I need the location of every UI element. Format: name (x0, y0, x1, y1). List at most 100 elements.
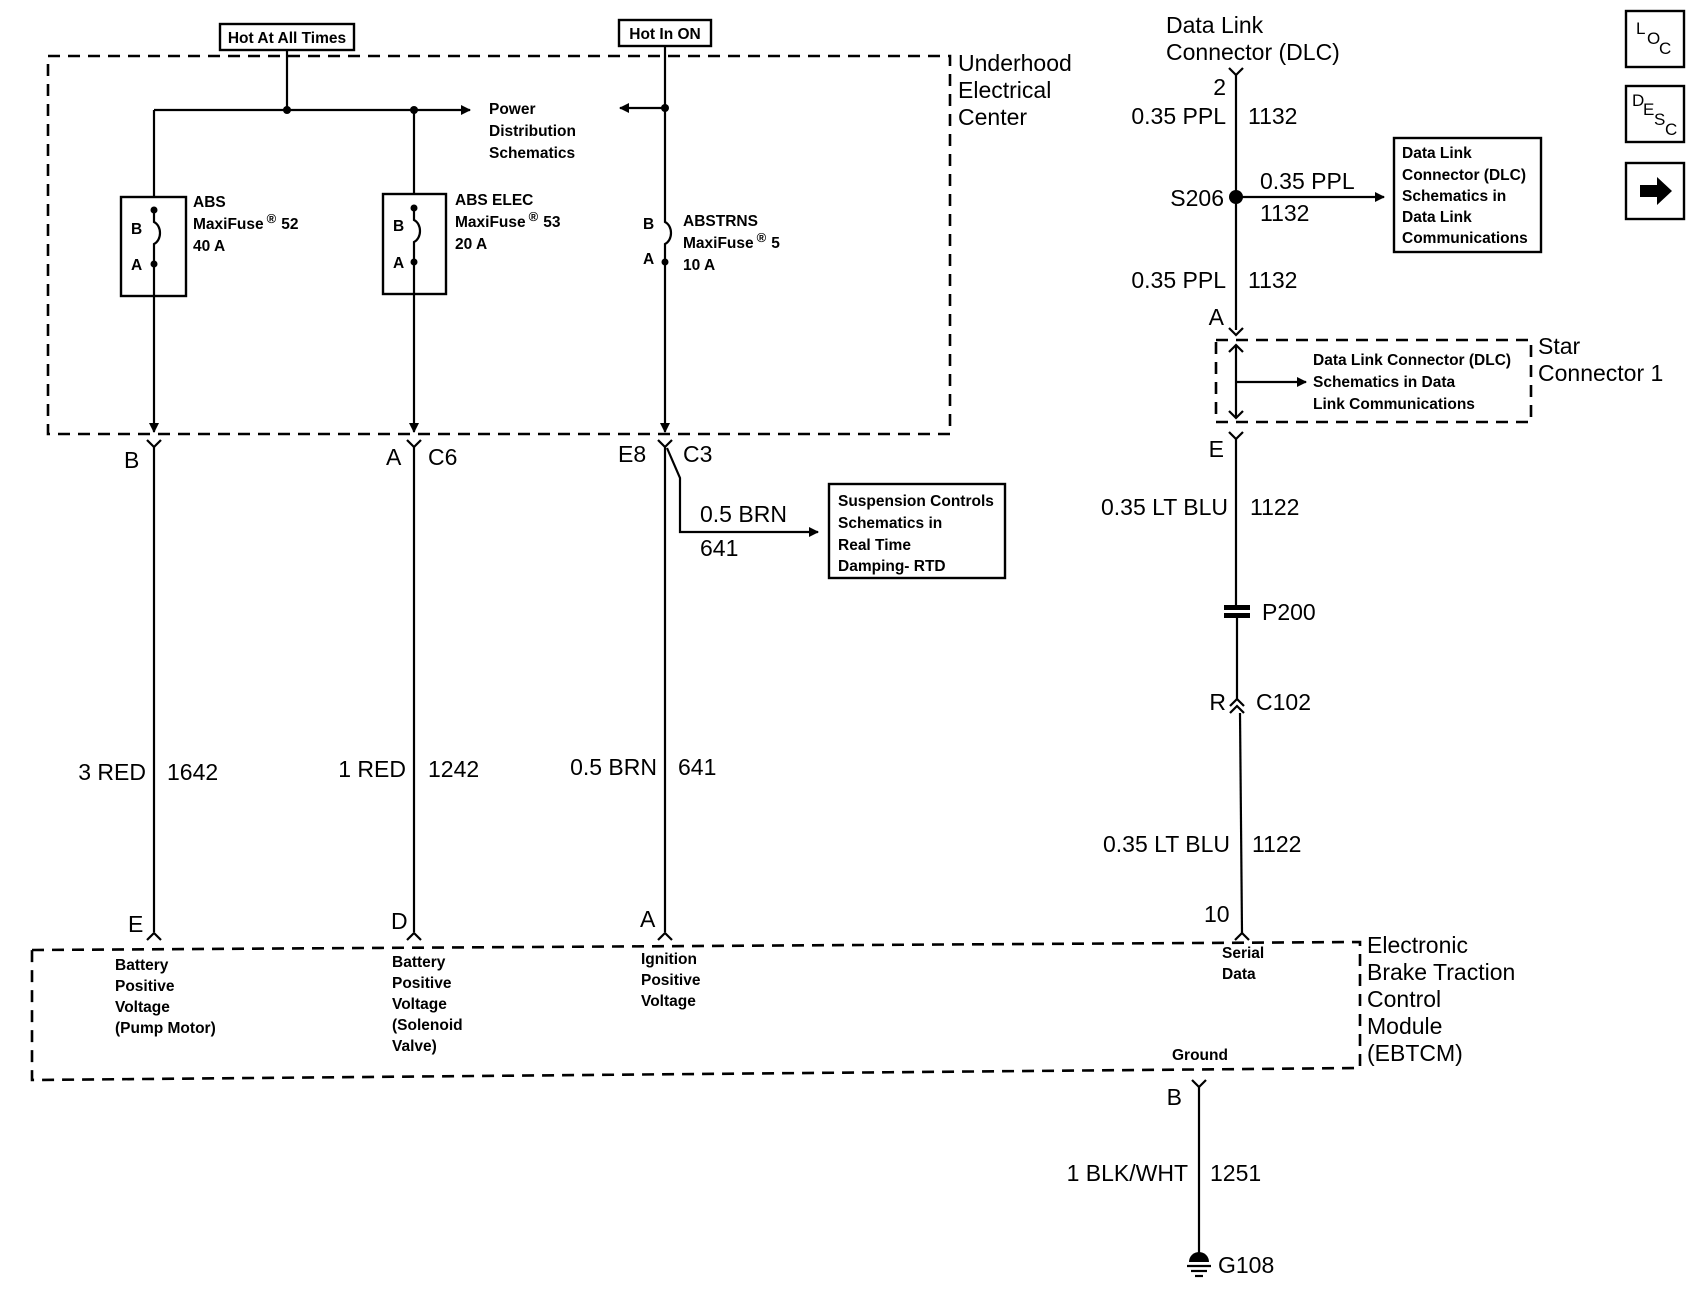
svg-text:Voltage: Voltage (641, 993, 696, 1010)
wire-gauge-label: 0.5 BRN (570, 754, 657, 780)
svg-text:Electrical: Electrical (958, 77, 1051, 103)
connector-pin-label: E8 (618, 441, 646, 467)
wire-gauge-label: 0.35 LT BLU (1103, 831, 1230, 857)
star-pin-a-label: A (1209, 304, 1225, 330)
svg-text:Schematics in: Schematics in (1402, 188, 1506, 205)
ground-icon (1187, 1252, 1211, 1278)
svg-text:Battery: Battery (115, 957, 169, 974)
underhood-electrical-center-label: Underhood Electrical Center (958, 50, 1072, 130)
rtd-schematics-link[interactable]: Suspension Controls Schematics in Real T… (827, 482, 1007, 580)
wire-gauge-label: 3 RED (78, 759, 146, 785)
svg-text:Center: Center (958, 104, 1027, 130)
wire-circuit-label: 1132 (1248, 103, 1297, 129)
rtd-wire-circuit: 641 (700, 535, 738, 561)
svg-text:P200: P200 (1262, 599, 1316, 625)
svg-text:Power: Power (489, 101, 536, 118)
svg-text:A: A (393, 255, 404, 272)
svg-text:Underhood: Underhood (958, 50, 1072, 76)
svg-text:Serial: Serial (1222, 945, 1264, 962)
svg-text:Ignition: Ignition (641, 951, 697, 968)
svg-text:Voltage: Voltage (115, 999, 170, 1016)
svg-text:B: B (131, 221, 142, 238)
ebtcm-module-box (30, 940, 1362, 1082)
svg-text:Voltage: Voltage (392, 996, 447, 1013)
svg-text:Hot At All Times: Hot At All Times (228, 30, 346, 47)
svg-text:Data Link: Data Link (1402, 145, 1472, 162)
connector-chevron (406, 439, 422, 449)
right-arrow-icon (1640, 177, 1672, 205)
svg-text:S: S (1654, 110, 1665, 129)
svg-text:Data Link: Data Link (1402, 209, 1472, 226)
module-pin-label: E (128, 911, 143, 937)
svg-text:B: B (643, 216, 654, 233)
module-pin-a-description: Ignition Positive Voltage (641, 951, 701, 1010)
branch-wire-circuit: 1132 (1260, 200, 1309, 226)
svg-text:Distribution: Distribution (489, 123, 576, 140)
svg-text:MaxiFuse®53: MaxiFuse®53 (455, 209, 561, 231)
ground-pin-description: Ground (1172, 1047, 1228, 1064)
ebtcm-module-label: Electronic Brake Traction Control Module… (1367, 932, 1515, 1066)
svg-text:A: A (131, 257, 142, 274)
star-connector-link[interactable]: Data Link Connector (DLC) Schematics in … (1313, 352, 1511, 413)
svg-text:Link Communications: Link Communications (1313, 396, 1475, 413)
svg-text:Electronic: Electronic (1367, 932, 1468, 958)
svg-text:B: B (393, 218, 404, 235)
wire-gauge-label: 0.35 LT BLU (1101, 494, 1228, 520)
module-pin-d-description: Battery Positive Voltage (Solenoid Valve… (392, 954, 463, 1055)
wire-circuit-label: 1122 (1250, 494, 1299, 520)
p200-connector: P200 (1224, 599, 1316, 625)
next-button[interactable] (1624, 161, 1686, 221)
svg-text:O: O (1647, 29, 1660, 48)
svg-text:(Solenoid: (Solenoid (392, 1017, 463, 1034)
fuse-abs-label: ABS MaxiFuse®52 40 A (193, 194, 298, 255)
dlc-schematics-link[interactable]: Data Link Connector (DLC) Schematics in … (1392, 136, 1543, 254)
dlc-title: Data Link Connector (DLC) (1166, 12, 1340, 65)
underhood-electrical-center-box (46, 54, 952, 436)
svg-text:Damping- RTD: Damping- RTD (838, 558, 946, 575)
c102-pin-label: R (1209, 689, 1226, 715)
wire-circuit-label: 1642 (167, 759, 218, 785)
svg-text:Communications: Communications (1402, 230, 1528, 247)
svg-text:E: E (1643, 100, 1654, 119)
wire-circuit-label: 1251 (1210, 1160, 1261, 1186)
star-connector-label: Star Connector 1 (1538, 333, 1663, 386)
svg-text:(Pump Motor): (Pump Motor) (115, 1020, 216, 1037)
fuse-abs-elec: B A (381, 192, 448, 296)
svg-text:Connector (DLC): Connector (DLC) (1402, 167, 1526, 184)
svg-text:D: D (1632, 91, 1644, 110)
fuse-abstrns: B A (643, 213, 673, 268)
svg-text:40 A: 40 A (193, 238, 225, 255)
desc-button[interactable]: D E S C (1624, 84, 1686, 144)
svg-text:Brake Traction: Brake Traction (1367, 959, 1515, 985)
hot-at-all-times-label: Hot At All Times (218, 22, 356, 52)
svg-text:MaxiFuse®5: MaxiFuse®5 (683, 230, 780, 252)
fuse-abstrns-label: ABSTRNS MaxiFuse®5 10 A (683, 213, 780, 274)
svg-text:Battery: Battery (392, 954, 446, 971)
wire-circuit-label: 641 (678, 754, 716, 780)
c102-connector-label: C102 (1256, 689, 1311, 715)
fuse-abs-elec-label: ABS ELEC MaxiFuse®53 20 A (455, 192, 561, 253)
module-pin-label: A (640, 906, 656, 932)
splice-dot (283, 106, 291, 114)
svg-text:Schematics in: Schematics in (838, 515, 942, 532)
rtd-wire-gauge: 0.5 BRN (700, 501, 787, 527)
svg-text:Data: Data (1222, 966, 1256, 983)
wire-circuit-label: 1242 (428, 756, 479, 782)
wire-gauge-label: 0.35 PPL (1131, 103, 1226, 129)
svg-text:A: A (643, 251, 654, 268)
svg-text:Connector (DLC): Connector (DLC) (1166, 39, 1340, 65)
wire-gauge-label: 1 BLK/WHT (1067, 1160, 1188, 1186)
svg-text:MaxiFuse®52: MaxiFuse®52 (193, 211, 298, 233)
svg-text:20 A: 20 A (455, 236, 487, 253)
svg-text:10 A: 10 A (683, 257, 715, 274)
loc-button[interactable]: L O C (1624, 9, 1686, 69)
svg-text:Valve): Valve) (392, 1038, 437, 1055)
power-distribution-schematics-link[interactable]: Power Distribution Schematics (489, 101, 576, 162)
svg-text:L: L (1636, 19, 1645, 38)
connector-pin-label: B (124, 447, 139, 473)
svg-text:Connector 1: Connector 1 (1538, 360, 1663, 386)
wire-gauge-label: 1 RED (338, 756, 406, 782)
svg-text:ABSTRNS: ABSTRNS (683, 213, 758, 230)
module-pin-e-description: Battery Positive Voltage (Pump Motor) (115, 957, 216, 1037)
